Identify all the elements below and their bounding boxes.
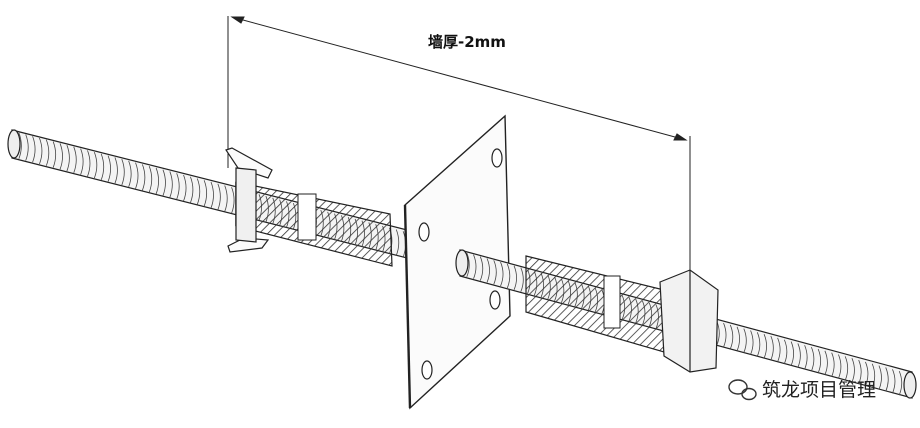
thread-ridge	[858, 359, 862, 385]
thread-ridge	[224, 185, 228, 212]
thread-ridge	[878, 365, 882, 390]
thread-ridge	[128, 160, 132, 188]
thread-ridge	[87, 150, 91, 177]
thread-ridge	[736, 326, 740, 351]
plate-hole-top-right	[491, 148, 503, 168]
plate-hole-top-left	[418, 222, 430, 242]
thread-ridge	[217, 183, 221, 210]
thread-ridge	[114, 157, 118, 184]
thread-ridge	[59, 143, 63, 170]
thread-ridge	[871, 363, 876, 388]
thread-ridge	[18, 132, 22, 159]
thread-ridge	[148, 166, 153, 193]
thread-ridge	[838, 354, 842, 379]
thread-ridge	[885, 367, 889, 392]
thread-ridge	[395, 229, 400, 256]
thread-ridge	[142, 164, 146, 191]
thread-ridge	[135, 162, 139, 189]
thread-ridge	[804, 345, 808, 370]
thread-ridge	[479, 256, 484, 281]
thread-ridge	[52, 141, 57, 168]
plate-hole-bottom-left	[421, 360, 433, 380]
thread-ridge	[844, 356, 849, 381]
thread-ridge	[770, 335, 774, 361]
thread-ridge	[73, 146, 77, 173]
thread-ridge	[783, 339, 788, 364]
thread-ridge	[203, 180, 208, 207]
thread-ridge	[892, 369, 896, 394]
thread-ridge	[486, 258, 490, 283]
thread-ridge	[506, 263, 511, 289]
right-retaining-clip	[659, 269, 719, 373]
watermark-text: 筑龙项目管理	[762, 379, 876, 401]
thread-ridge	[32, 136, 36, 163]
thread-ridge	[473, 254, 477, 279]
left-cone-nut	[235, 181, 393, 267]
thread-ridge	[80, 148, 84, 175]
thread-ridge	[723, 322, 727, 348]
left-retaining-clip	[225, 147, 273, 253]
thread-ridge	[750, 330, 754, 355]
thread-ridge	[817, 348, 822, 374]
right-cone-nut	[525, 255, 665, 353]
thread-ridge	[790, 341, 795, 366]
thread-ridge	[183, 174, 187, 202]
thread-ridge	[210, 181, 214, 209]
thread-ridge	[500, 261, 504, 287]
thread-ridge	[493, 260, 497, 285]
plate-hole-bottom-right	[489, 290, 501, 310]
dimension-line	[231, 16, 687, 141]
thread-ridge	[898, 370, 903, 396]
thread-ridge	[851, 358, 855, 383]
thread-ridge	[865, 361, 869, 387]
thread-ridge	[777, 337, 781, 363]
wechat-icon	[728, 379, 757, 401]
thread-ridge	[831, 352, 835, 377]
thread-ridge	[162, 169, 166, 196]
thread-ridge	[811, 346, 815, 372]
dimension-label: 墙厚-2mm	[428, 33, 506, 51]
thread-ridge	[39, 137, 43, 165]
thread-ridge	[66, 144, 70, 172]
thread-ridge	[520, 267, 524, 292]
thread-ridge	[190, 176, 194, 203]
thread-ridge	[763, 334, 767, 359]
thread-ridge	[25, 134, 29, 161]
thread-ridge	[466, 252, 470, 278]
thread-ridge	[797, 343, 801, 368]
thread-ridge	[756, 332, 761, 357]
thread-ridge	[743, 328, 747, 353]
dimension-arrow-left	[230, 16, 245, 24]
dimension-annotation	[227, 16, 691, 272]
thread-ridge	[196, 178, 201, 205]
thread-ridge	[729, 324, 734, 350]
thread-ridge	[231, 187, 235, 214]
thread-ridge	[824, 350, 828, 375]
thread-ridge	[169, 171, 173, 198]
thread-ridge	[100, 153, 105, 181]
thread-ridge	[155, 167, 160, 195]
watermark: 筑龙项目管理	[728, 379, 876, 401]
thread-ridge	[176, 173, 180, 200]
thread-ridge	[121, 158, 125, 186]
thread-ridge	[107, 155, 111, 182]
thread-ridge	[513, 265, 517, 290]
thread-ridge	[93, 151, 98, 179]
thread-ridge	[45, 139, 50, 166]
dimension-arrow-right	[673, 133, 688, 141]
